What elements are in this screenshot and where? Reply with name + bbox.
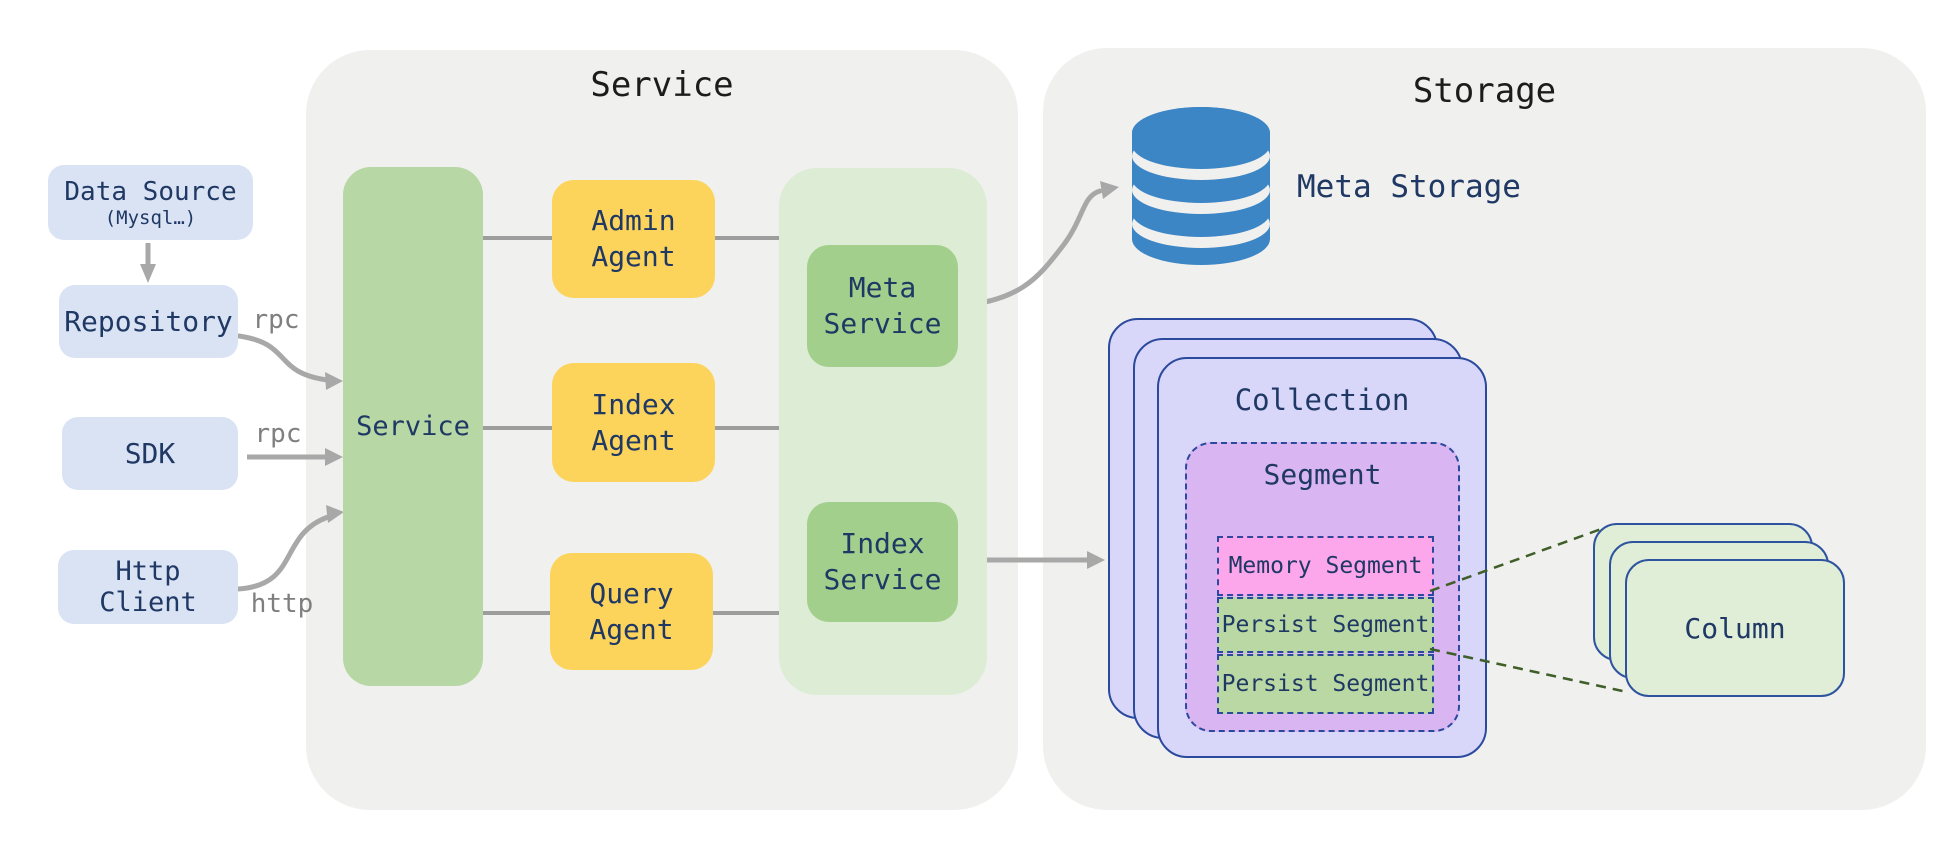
segment-box: Segment Memory Segment Persist Segment P… <box>1185 442 1460 732</box>
collection-title: Collection <box>1234 383 1410 417</box>
segment-title: Segment <box>1263 458 1382 491</box>
persist-segment-node-1: Persist Segment <box>1217 597 1434 653</box>
persist-segment-node-2: Persist Segment <box>1217 654 1434 714</box>
meta-storage-label: Meta Storage <box>1297 169 1521 205</box>
database-icon <box>1132 107 1270 265</box>
index-service-node: Index Service <box>807 502 958 622</box>
service-node: Service <box>343 167 483 686</box>
arrow-repository-service <box>236 333 343 390</box>
memory-segment-node: Memory Segment <box>1217 536 1434 596</box>
query-agent-node: Query Agent <box>550 553 713 670</box>
edge-label-sdk-rpc: rpc <box>254 419 302 449</box>
arrow-httpclient-service <box>235 505 344 592</box>
http-client-node: Http Client <box>58 550 238 624</box>
arrow-sdk-service <box>247 448 343 466</box>
sdk-node: SDK <box>62 417 238 490</box>
data-source-node: Data Source (Mysql…) <box>48 165 253 240</box>
edge-label-http: http <box>250 589 314 619</box>
arrow-metaservice-metastorage <box>955 181 1119 309</box>
edge-label-repository-rpc: rpc <box>252 305 300 335</box>
service-panel-title: Service <box>590 65 734 105</box>
arrow-datasource-repository <box>140 243 156 283</box>
repository-node: Repository <box>59 285 238 358</box>
admin-agent-node: Admin Agent <box>552 180 715 298</box>
column-card-front: Column <box>1625 559 1845 697</box>
storage-panel-title: Storage <box>1412 71 1557 111</box>
data-source-title: Data Source <box>64 176 237 207</box>
data-source-subtitle: (Mysql…) <box>104 206 197 229</box>
collection-card-front: Collection Segment Memory Segment Persis… <box>1157 357 1487 758</box>
meta-service-node: Meta Service <box>807 245 958 367</box>
index-agent-node: Index Agent <box>552 363 715 482</box>
